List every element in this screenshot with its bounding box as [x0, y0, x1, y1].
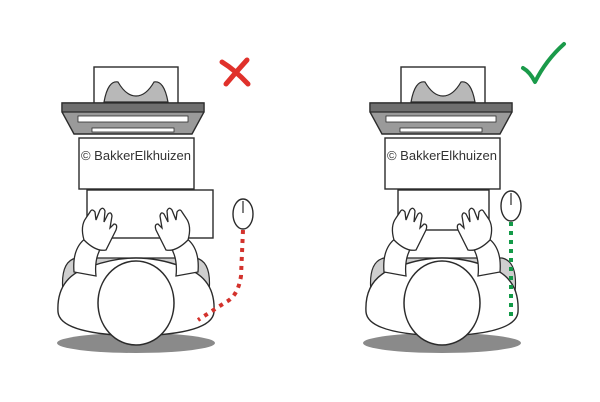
- mouse: [232, 198, 254, 230]
- check-icon: [521, 42, 566, 84]
- head: [403, 260, 481, 346]
- monitor-stand-base: [103, 81, 169, 103]
- cross-icon: [219, 57, 251, 87]
- right-hand: [456, 207, 493, 251]
- head: [97, 260, 175, 346]
- mouse: [500, 190, 522, 222]
- reach-path-wrong: [196, 229, 245, 322]
- right-hand: [154, 207, 191, 251]
- watermark-text: © BakkerElkhuizen: [387, 148, 497, 163]
- left-hand: [81, 207, 118, 251]
- document-holder: [78, 137, 195, 190]
- watermark-text: © BakkerElkhuizen: [81, 148, 191, 163]
- panel-wrong: © BakkerElkhuizen: [57, 57, 254, 353]
- panel-right: © BakkerElkhuizen: [363, 42, 566, 353]
- monitor: [369, 102, 513, 135]
- left-hand: [391, 207, 428, 251]
- document-holder: [384, 137, 501, 190]
- monitor: [61, 102, 205, 135]
- monitor-stand-base: [410, 81, 476, 103]
